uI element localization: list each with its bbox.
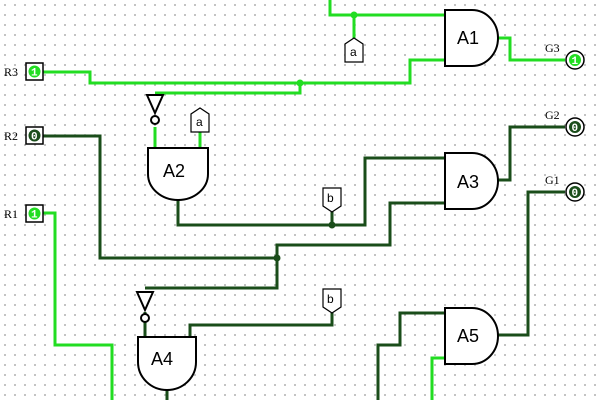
not-gate-a2[interactable] <box>145 94 165 125</box>
junction-a2-out <box>328 221 336 229</box>
gate-a1[interactable]: A1 <box>444 9 499 67</box>
junction-r3 <box>296 79 304 87</box>
input-r2-value: 0 <box>31 132 38 144</box>
tunnel-b-low[interactable]: b <box>322 288 342 314</box>
wire-a2-out <box>176 156 445 227</box>
tunnel-a-mid-label: a <box>196 115 203 129</box>
wire-r3-bus <box>43 58 445 85</box>
gate-a3-label: A3 <box>457 172 479 192</box>
gate-a2[interactable]: A2 <box>147 147 209 201</box>
output-pin-g3[interactable]: G3 1 <box>545 41 585 70</box>
gate-a5[interactable]: A5 <box>444 307 499 365</box>
output-g1-value: 0 <box>572 188 579 200</box>
input-pin-r3[interactable]: R3 1 <box>4 62 44 81</box>
not-gate-a4[interactable] <box>135 291 155 323</box>
input-r1-label: R1 <box>4 207 18 221</box>
wire-r2 <box>43 134 445 260</box>
gate-a5-label: A5 <box>457 326 479 346</box>
wire-a5-in-left <box>376 311 445 400</box>
output-pin-g2[interactable]: G2 0 <box>545 108 585 137</box>
input-r2-label: R2 <box>4 129 18 143</box>
tunnel-a-top[interactable]: a <box>344 37 364 63</box>
input-pin-r2[interactable]: R2 0 <box>4 126 44 145</box>
wire-r2-down <box>145 258 279 290</box>
gate-a3[interactable]: A3 <box>444 152 499 210</box>
junction-r2 <box>273 254 281 262</box>
output-g2-value: 0 <box>572 123 579 135</box>
output-pin-g1[interactable]: G1 0 <box>545 173 585 202</box>
gate-a1-label: A1 <box>457 28 479 48</box>
wire-g1 <box>498 190 565 337</box>
wire-a1-input-top <box>328 0 445 17</box>
tunnel-a-mid[interactable]: a <box>190 107 210 133</box>
tunnel-b-mid-label: b <box>327 191 334 205</box>
tunnel-b-mid[interactable]: b <box>322 187 342 213</box>
wire-a4-in-right <box>188 313 334 337</box>
input-r1-value: 1 <box>31 210 38 222</box>
gate-a4-label: A4 <box>151 349 173 369</box>
wire-a5-in-right <box>430 356 445 400</box>
gate-a4[interactable]: A4 <box>137 336 197 391</box>
output-g3-value: 1 <box>572 56 579 68</box>
output-g1-label: G1 <box>545 173 560 187</box>
output-g3-label: G3 <box>545 41 560 55</box>
tunnel-a-top-label: a <box>350 45 357 59</box>
gate-a2-label: A2 <box>163 161 185 181</box>
wire-r1 <box>43 211 114 400</box>
wire-g2 <box>498 125 565 182</box>
wire-g3 <box>498 36 565 62</box>
input-r3-label: R3 <box>4 65 18 79</box>
input-pin-r1[interactable]: R1 1 <box>4 204 44 223</box>
tunnel-b-low-label: b <box>327 292 334 306</box>
output-g2-label: G2 <box>545 108 560 122</box>
input-r3-value: 1 <box>31 68 38 80</box>
junction-top <box>350 11 358 19</box>
